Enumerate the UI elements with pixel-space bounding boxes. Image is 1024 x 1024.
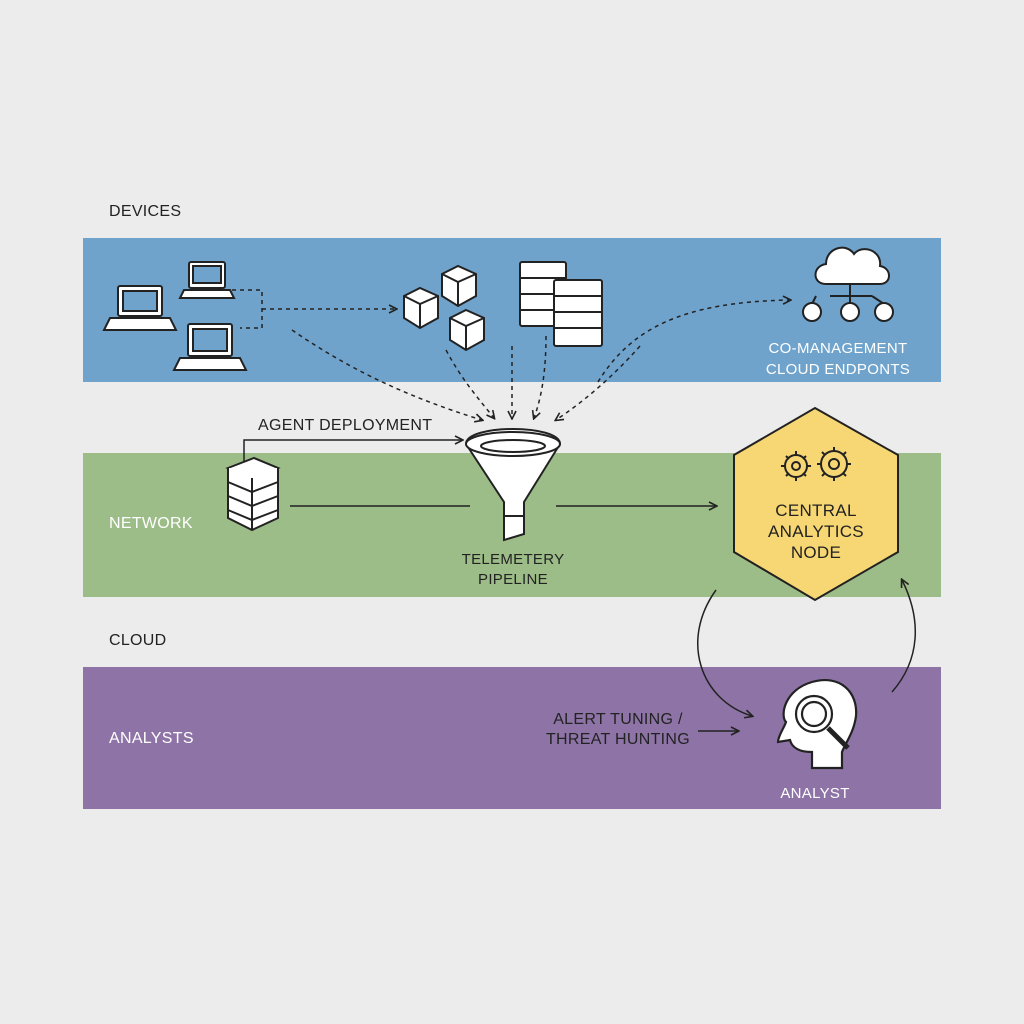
cloud-endpoints-line1: CO-MANAGEMENT bbox=[768, 340, 908, 357]
cloud-to-pipeline-arrow bbox=[556, 345, 641, 420]
analyst-head-icon bbox=[776, 679, 858, 770]
cloud-band-label: CLOUD bbox=[109, 632, 167, 649]
laptop-icon bbox=[172, 323, 248, 371]
central-line2: ANALYTICS bbox=[768, 522, 864, 541]
cloud-endpoints-label: CO-MANAGEMENT CLOUD ENDPONTS bbox=[738, 338, 938, 380]
server-stack-icon bbox=[225, 456, 281, 532]
alert-line1: ALERT TUNING / bbox=[553, 711, 683, 728]
agent-deployment-label: AGENT DEPLOYMENT bbox=[258, 417, 433, 434]
funnel-icon bbox=[464, 428, 562, 542]
laptops-to-pipeline-arrow bbox=[291, 329, 482, 420]
telemetry-line2: PIPELINE bbox=[478, 571, 548, 588]
agent-deployment-arrow bbox=[243, 440, 462, 466]
telemetry-pipeline-label: TELEMETERY PIPELINE bbox=[430, 550, 596, 590]
laptop-icon bbox=[102, 285, 178, 331]
cloud-icon bbox=[802, 246, 894, 322]
pipeline-to-cloud-arrow bbox=[597, 300, 790, 383]
devices-band-label: DEVICES bbox=[109, 203, 182, 220]
analyst-to-central-arrow bbox=[891, 580, 917, 693]
container-icon bbox=[403, 264, 485, 352]
central-line3: NODE bbox=[790, 543, 842, 562]
central-line1: CENTRAL bbox=[775, 501, 857, 520]
laptop-icon bbox=[178, 261, 236, 299]
laptop-link bbox=[232, 289, 263, 329]
cubes-to-pipeline-arrow bbox=[445, 349, 494, 418]
network-band-label: NETWORK bbox=[109, 515, 193, 532]
alert-line2: THREAT HUNTING bbox=[545, 731, 691, 748]
alert-tuning-label: ALERT TUNING / THREAT HUNTING bbox=[540, 710, 696, 750]
servers-to-pipeline-arrow-2 bbox=[534, 335, 547, 418]
analysts-band-label: ANALYSTS bbox=[109, 730, 194, 747]
analyst-label: ANALYST bbox=[780, 785, 850, 802]
central-node-label: CENTRAL ANALYTICS NODE bbox=[736, 500, 896, 563]
server-rack-icon bbox=[519, 261, 603, 347]
gears-icon bbox=[781, 447, 851, 481]
central-to-analyst-arrow bbox=[697, 589, 752, 716]
telemetry-line1: TELEMETERY bbox=[461, 551, 565, 568]
central-node-hexagon bbox=[733, 406, 899, 602]
cloud-endpoints-line2: CLOUD ENDPONTS bbox=[765, 361, 911, 378]
